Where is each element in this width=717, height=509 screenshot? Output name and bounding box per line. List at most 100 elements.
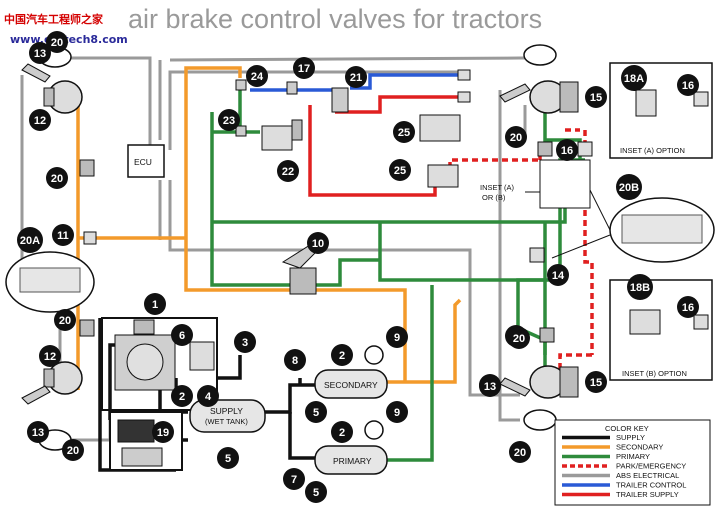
compressor-frame	[101, 317, 218, 411]
callout-c25a-circle	[393, 121, 415, 143]
callout-c20b-circle	[46, 167, 68, 189]
callout-c20h: 20	[514, 447, 526, 459]
callout-c17: 17	[298, 63, 310, 75]
ecu-box	[127, 144, 165, 178]
callout-c20f: 20	[510, 132, 522, 144]
relay-valve-14-icon	[529, 247, 545, 263]
callout-c4-circle	[197, 385, 219, 407]
callout-c12b: 12	[44, 351, 56, 363]
modulator-valve-icon	[79, 159, 95, 177]
callout-c16b: 16	[682, 80, 694, 92]
watermark-url: www.cartech8.com	[10, 33, 128, 46]
valve-18b-icon	[629, 309, 661, 335]
callout-c13a: 13	[34, 48, 46, 60]
callout-c20a: 20	[51, 37, 63, 49]
air-dryer-base-icon	[121, 447, 163, 467]
callout-c16b-circle	[677, 74, 699, 96]
callout-c16a: 16	[561, 145, 573, 157]
inset-b-option-label: INSET (B) OPTION	[622, 369, 687, 378]
callout-c5a-circle	[217, 447, 239, 469]
callout-c9b: 9	[394, 407, 400, 419]
valve-16-icon	[693, 314, 709, 330]
leader-line	[551, 234, 611, 259]
callout-c20d-circle	[62, 439, 84, 461]
callout-c20b: 20	[51, 173, 63, 185]
secondary-tank-label: SECONDARY	[324, 380, 378, 390]
valve-21-icon	[331, 87, 349, 113]
color-key-title: COLOR KEY	[605, 424, 649, 433]
callout-c7-circle	[283, 468, 305, 490]
brake-chamber-icon	[43, 80, 83, 114]
compressor-pulley-icon	[126, 343, 164, 381]
callout-c16a-circle	[556, 139, 578, 161]
diagram-title: air brake control valves for tractors	[128, 4, 542, 34]
valve-16-icon	[577, 141, 593, 157]
governor-icon	[189, 341, 215, 371]
supply-tank-icon	[189, 399, 266, 433]
slack-adjuster-icon	[21, 385, 51, 405]
callout-c21-circle	[345, 66, 367, 88]
watermark-cn: 中国汽车工程师之家	[4, 12, 104, 26]
callout-c2b-circle	[331, 344, 353, 366]
primary-tank-label: PRIMARY	[333, 456, 372, 466]
gauge-icon	[364, 345, 384, 365]
callout-c13a-circle	[29, 42, 51, 64]
color-key-label: PARK/EMERGENCY	[616, 462, 686, 471]
callout-c25b-circle	[389, 159, 411, 181]
callout-c9a-circle	[386, 326, 408, 348]
callout-c8-circle	[284, 349, 306, 371]
callout-c20c: 20	[59, 315, 71, 327]
callout-c23-circle	[218, 109, 240, 131]
callout-c14-circle	[547, 264, 569, 286]
valve-24-icon	[235, 79, 247, 91]
callout-c23: 23	[223, 115, 235, 127]
ecu-label: ECU	[134, 157, 152, 167]
callout-c15b: 15	[590, 377, 602, 389]
relay-valve-icon	[83, 231, 97, 245]
callout-c18A-circle	[621, 65, 647, 91]
callout-c6-circle	[171, 324, 193, 346]
callout-c12b-circle	[39, 345, 61, 367]
callout-c3: 3	[242, 337, 248, 349]
callout-c20B-circle	[616, 174, 642, 200]
callout-c13d: 13	[484, 381, 496, 393]
callout-c10: 10	[312, 238, 324, 250]
callout-c2b: 2	[339, 350, 345, 362]
callout-c1: 1	[152, 299, 158, 311]
callout-c21: 21	[350, 72, 362, 84]
callout-c12a: 12	[34, 115, 46, 127]
callout-c2a: 2	[179, 391, 185, 403]
callout-c5b: 5	[313, 407, 319, 419]
color-key-label: SUPPLY	[616, 433, 645, 442]
callout-c18B: 18B	[630, 282, 650, 294]
callout-c18B-circle	[627, 274, 653, 300]
gauge-icon	[364, 420, 384, 440]
callout-c19-circle	[152, 421, 174, 443]
callout-c8: 8	[292, 355, 298, 367]
callout-c20A-circle	[17, 227, 43, 253]
callout-c13d-circle	[479, 375, 501, 397]
callout-c17-circle	[293, 57, 315, 79]
callout-c13b-circle	[27, 421, 49, 443]
callout-c5c-circle	[305, 481, 327, 503]
valve-18a-icon	[635, 89, 657, 117]
brake-chamber-icon	[43, 361, 83, 395]
color-key-label: SECONDARY	[616, 443, 663, 452]
secondary-tank-icon	[314, 369, 388, 399]
callout-c16c: 16	[682, 302, 694, 314]
valve-icon	[133, 319, 155, 335]
valve-22-icon	[261, 125, 293, 151]
valve-22-knob-icon	[291, 119, 303, 141]
callout-c5c: 5	[313, 487, 319, 499]
callout-c25b: 25	[394, 165, 406, 177]
inset-b-option-box	[609, 279, 713, 381]
gladhand-supply-icon	[457, 91, 471, 103]
callout-c22-circle	[277, 160, 299, 182]
abs-sensor-icon	[523, 44, 557, 66]
inset-a-option-label: INSET (A) OPTION	[620, 146, 685, 155]
callout-c15b-circle	[585, 371, 607, 393]
brake-chamber-icon	[529, 365, 579, 399]
callout-c4: 4	[205, 391, 212, 403]
